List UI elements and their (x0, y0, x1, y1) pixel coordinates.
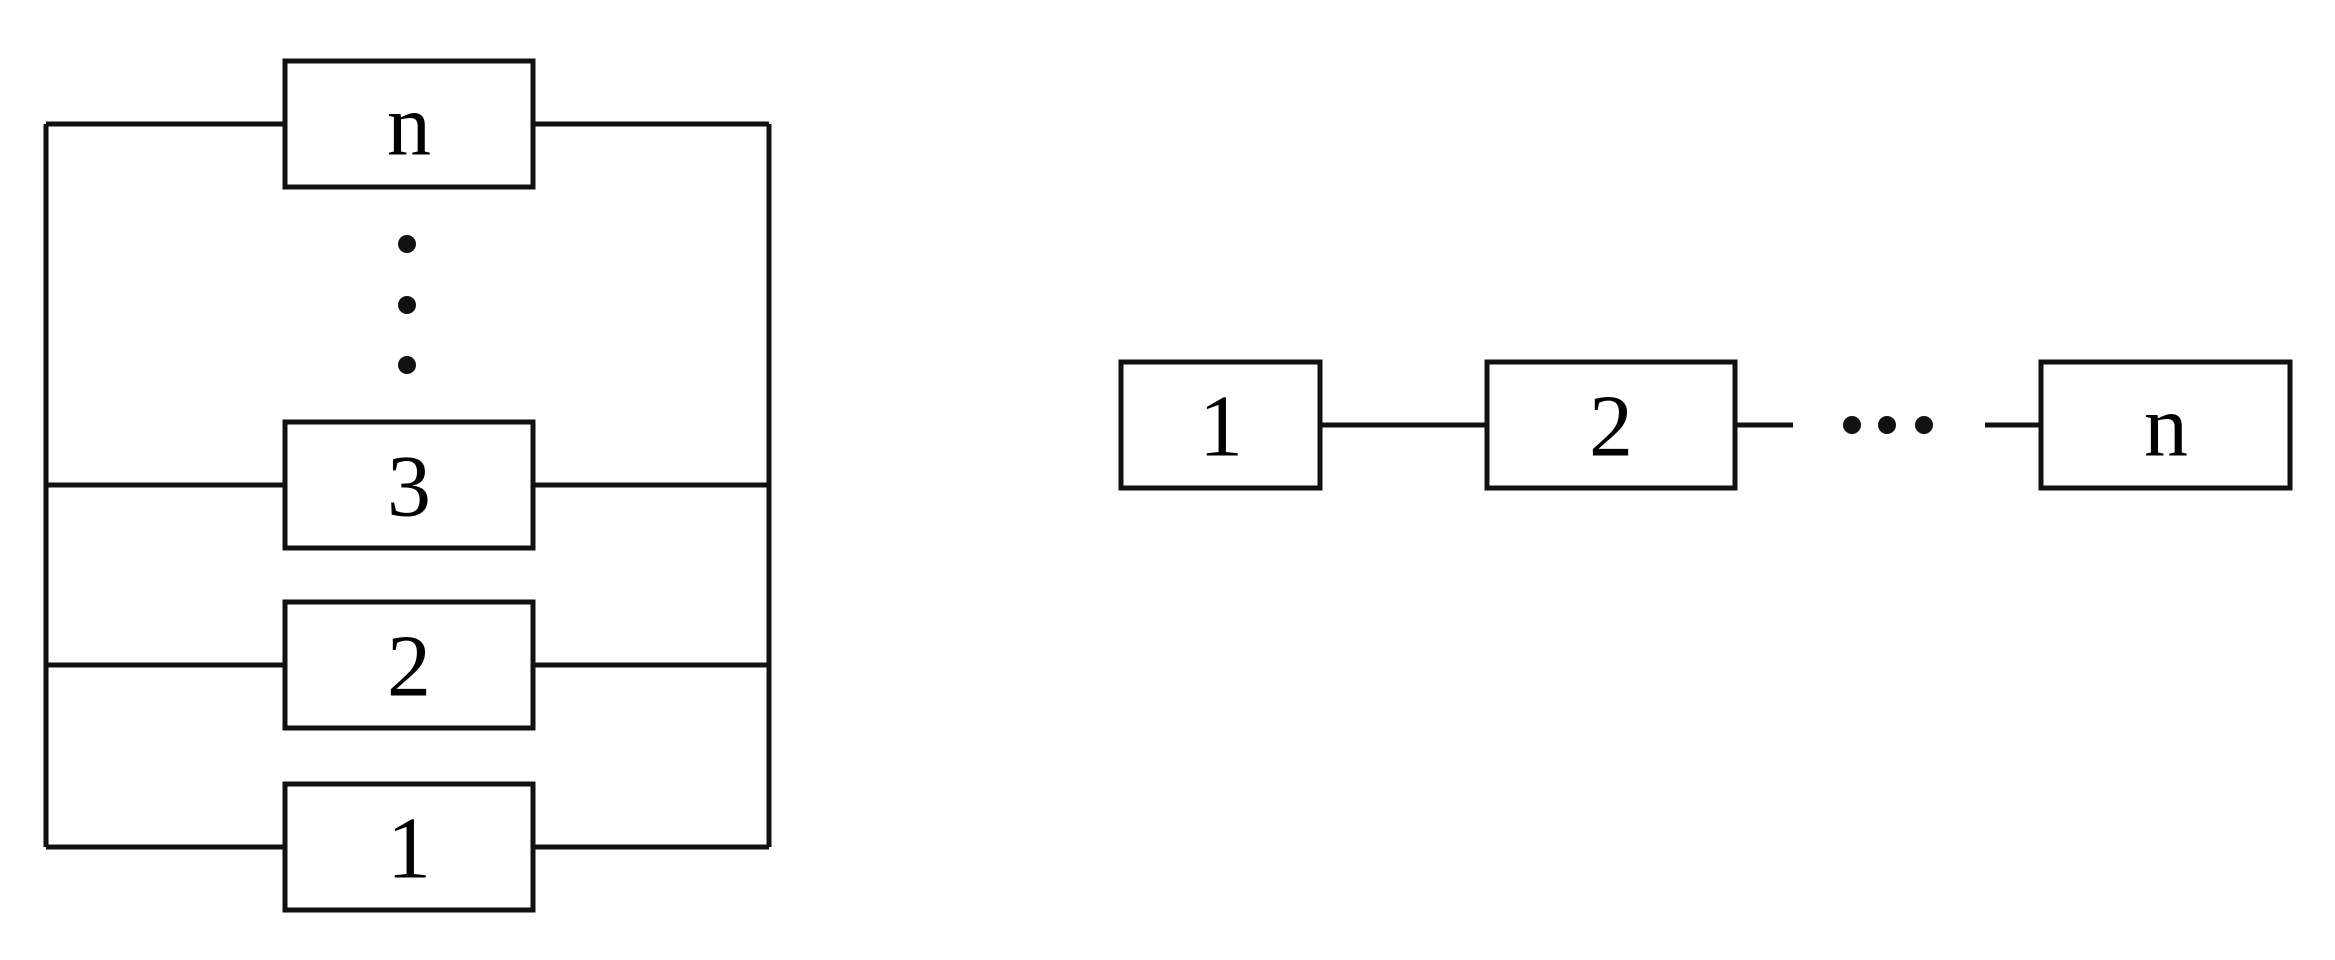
vertical-ellipsis-dot-2 (398, 296, 416, 314)
horizontal-ellipsis-dot-3 (1915, 416, 1933, 434)
horizontal-ellipsis-icon (1843, 416, 1933, 434)
horizontal-ellipsis-dot-1 (1843, 416, 1861, 434)
ring-node-3-label: 3 (387, 439, 431, 536)
ring-node-1[interactable]: 1 (282, 781, 536, 913)
chain-node-n-box[interactable] (2038, 359, 2293, 491)
vertical-ellipsis-icon (398, 235, 416, 374)
ring-node-2-box[interactable] (282, 599, 536, 731)
vertical-ellipsis-dot-1 (398, 235, 416, 253)
chain-node-1-label: 1 (1199, 379, 1243, 476)
ring-network-diagram: n 3 2 1 (43, 58, 772, 913)
vertical-ellipsis-dot-3 (398, 356, 416, 374)
chain-node-1[interactable]: 1 (1118, 359, 1323, 491)
ring-node-1-box[interactable] (282, 781, 536, 913)
ring-node-n-label: n (387, 78, 431, 175)
ring-node-2-label: 2 (387, 619, 431, 716)
chain-node-n[interactable]: n (2038, 359, 2293, 491)
ring-node-n[interactable]: n (282, 58, 536, 190)
chain-node-2-box[interactable] (1484, 359, 1738, 491)
ring-node-3-box[interactable] (282, 419, 536, 551)
horizontal-ellipsis-dot-2 (1878, 416, 1896, 434)
chain-node-1-box[interactable] (1118, 359, 1323, 491)
ring-node-3[interactable]: 3 (282, 419, 536, 551)
chain-node-2[interactable]: 2 (1484, 359, 1738, 491)
chain-node-n-label: n (2144, 379, 2188, 476)
chain-node-2-label: 2 (1589, 379, 1633, 476)
ring-node-2[interactable]: 2 (282, 599, 536, 731)
ring-node-n-box[interactable] (282, 58, 536, 190)
ring-node-1-label: 1 (387, 801, 431, 898)
linear-chain-diagram: 1 2 n (1118, 359, 2293, 491)
